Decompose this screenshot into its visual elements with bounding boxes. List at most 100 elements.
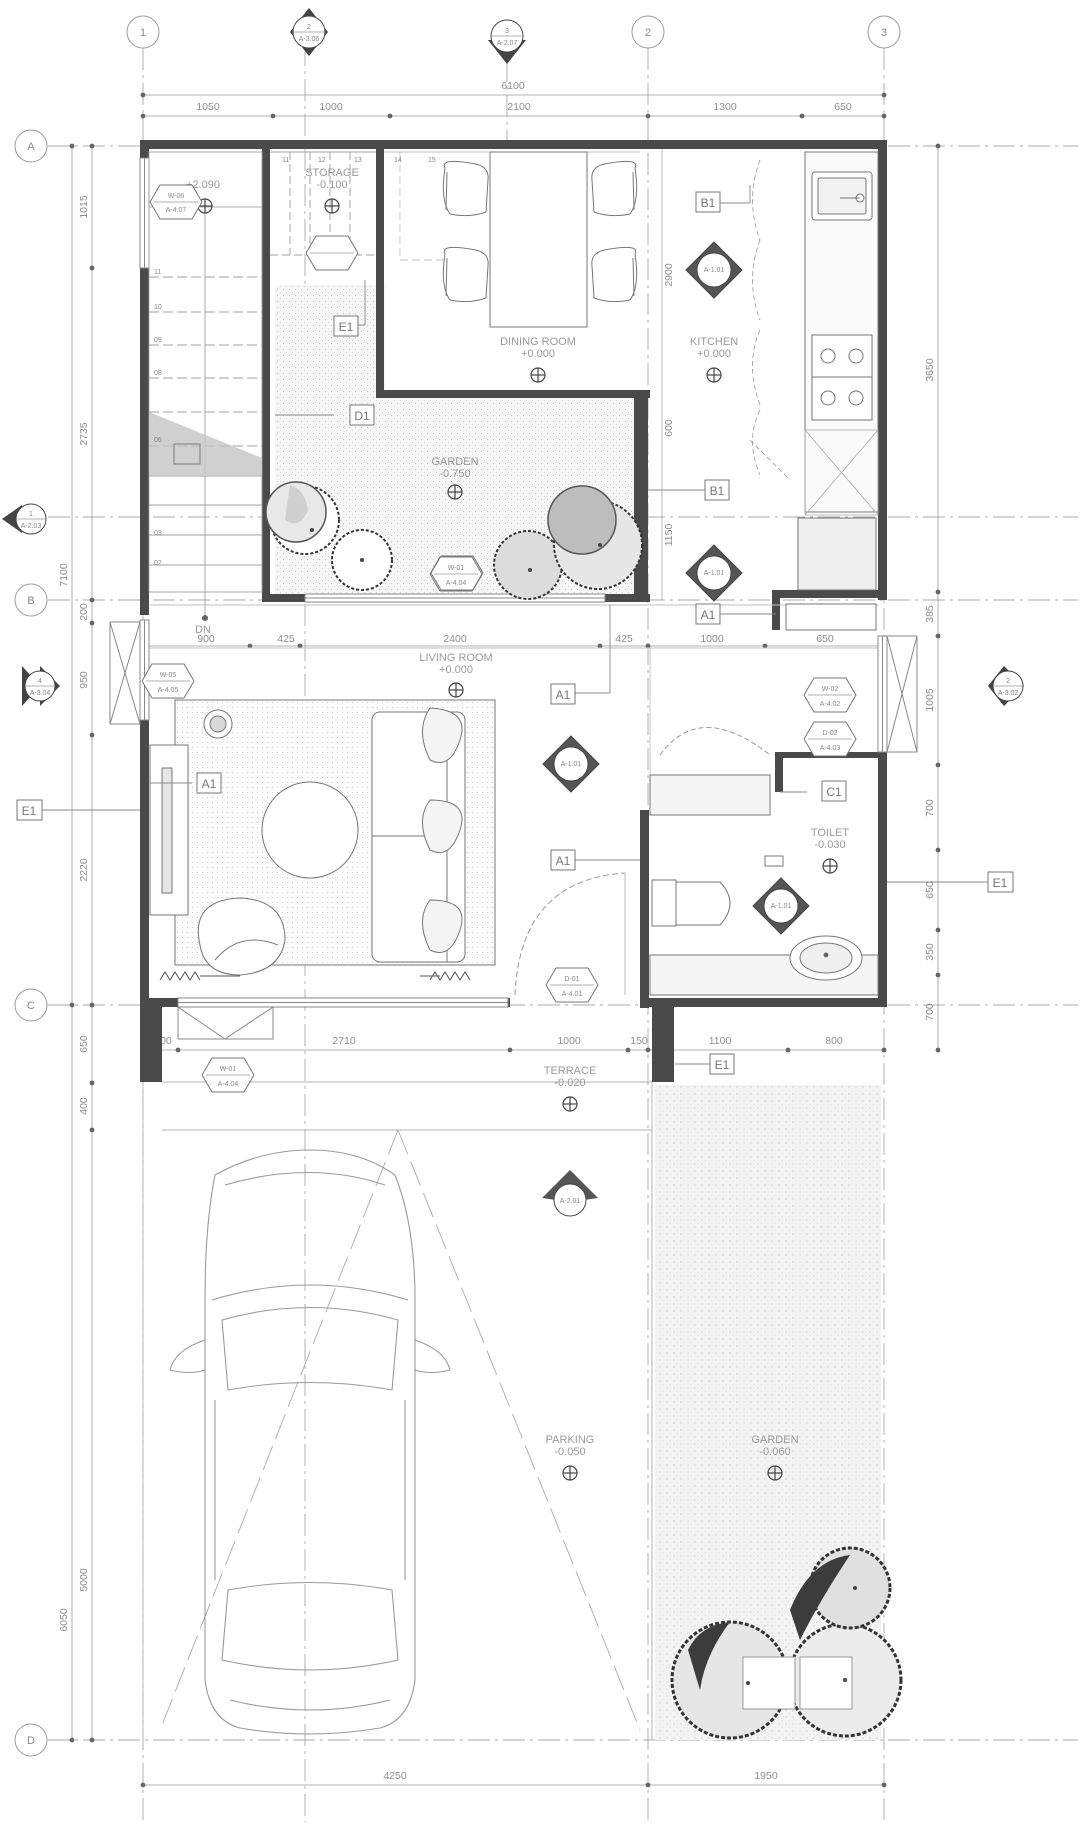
dim-right-5: 650: [924, 881, 936, 899]
dim-right-2: 385: [924, 605, 936, 623]
dim-top-overall: 6100: [501, 80, 525, 92]
svg-text:A-4.01: A-4.01: [562, 991, 583, 998]
svg-text:02: 02: [154, 560, 162, 567]
svg-text:A-4.02: A-4.02: [820, 701, 841, 708]
stair-cut-shade: [149, 412, 262, 476]
svg-text:A-3.02: A-3.02: [998, 690, 1019, 697]
section-marker-left-1: 1 A-2.03: [2, 503, 47, 535]
tag-a1-tv: A1: [202, 777, 217, 791]
svg-text:11: 11: [282, 157, 289, 164]
tag-b1-kitchen: B1: [701, 196, 716, 210]
dim-b-4: 425: [615, 633, 633, 645]
tag-e1-right: E1: [993, 876, 1008, 890]
living-furniture: [149, 707, 466, 976]
dim-b-6: 650: [816, 633, 834, 645]
svg-text:A-2.03: A-2.03: [21, 523, 42, 530]
dim-left-7: 400: [78, 1097, 90, 1115]
dim-right-1: 3650: [924, 358, 936, 382]
svg-text:A-2.07: A-2.07: [497, 40, 518, 47]
dim-left-8: 5000: [78, 1568, 90, 1592]
elevation-marker-garden: [685, 544, 743, 602]
level-marker-icon: [706, 367, 722, 383]
svg-text:2: 2: [307, 24, 311, 31]
stair-landing-box: [173, 443, 201, 465]
elevation-markers: [542, 241, 810, 935]
hex-tag-garden-inner: [430, 555, 484, 591]
stair-level: +2.090: [186, 179, 220, 191]
dim-right-7: 700: [924, 1003, 936, 1021]
svg-text:2: 2: [645, 27, 651, 39]
kitchen-doors: [749, 159, 791, 481]
dim-c-5: 1100: [709, 1035, 732, 1047]
svg-text:A-4.07: A-4.07: [166, 207, 187, 214]
section-marker-top-2: 2 A-3.06: [290, 8, 328, 56]
svg-text:A-4.03: A-4.03: [820, 745, 841, 752]
svg-text:10: 10: [154, 304, 162, 311]
tag-e1-terrace: E1: [715, 1058, 730, 1072]
window-frames: [109, 157, 918, 1040]
tag-d1-garden: D1: [354, 409, 370, 423]
svg-text:W-01: W-01: [220, 1066, 237, 1073]
level-marker-icon: [767, 1465, 783, 1481]
garden-inner-level: -0.750: [439, 468, 470, 480]
svg-text:A-3.04: A-3.04: [30, 690, 51, 697]
svg-text:A-4.04: A-4.04: [446, 580, 467, 587]
dimension-lines: [71, 94, 939, 1786]
dining-chair: [591, 246, 638, 303]
elevation-marker-kitchen: [685, 241, 743, 299]
grid-bubble-col-2: 2: [631, 15, 665, 49]
hex-tag-dividers: [146, 201, 852, 1076]
outer-garden-trees: [670, 1546, 903, 1740]
terrace-name: TERRACE: [544, 1065, 597, 1077]
level-marker-icon: [447, 484, 463, 500]
svg-text:09: 09: [154, 337, 162, 344]
storage-floor: [275, 285, 385, 400]
grid-bubbles: 1 2 3 A B C D: [14, 15, 901, 1757]
dim-top-5: 650: [834, 101, 852, 113]
svg-text:W-01: W-01: [448, 565, 465, 572]
stair-dn-label: DN: [195, 624, 211, 636]
dining-chair: [442, 246, 489, 303]
svg-text:3: 3: [505, 28, 509, 35]
living-name: LIVING ROOM: [419, 652, 492, 664]
dim-right-4: 700: [924, 799, 936, 817]
svg-text:W-05: W-05: [160, 672, 177, 679]
dim-b-3: 2400: [443, 633, 467, 645]
section-marker-left-4: 4 A-3.04: [22, 666, 60, 706]
svg-text:06: 06: [154, 437, 162, 444]
level-markers: [197, 198, 838, 1481]
dim-top-2: 1000: [319, 101, 343, 113]
terrace-lines: [142, 1081, 653, 1740]
dining-level: +0.000: [521, 348, 555, 360]
dim-c-4: 150: [630, 1035, 648, 1047]
svg-text:A-3.06: A-3.06: [299, 36, 320, 43]
svg-text:3: 3: [881, 27, 887, 39]
dim-top-3: 2100: [507, 101, 531, 113]
elevation-marker-living: [542, 735, 600, 793]
svg-text:15: 15: [428, 157, 436, 164]
dim-b-5: 1000: [700, 633, 724, 645]
storage-name: STORAGE: [305, 167, 359, 179]
dim-right-3: 1005: [924, 688, 936, 712]
svg-text:03: 03: [154, 530, 162, 537]
stair-step-numbers: 11 12 13 14 15 11 10 09 08 06 03 02: [154, 157, 436, 567]
grid-bubble-col-3: 3: [867, 15, 901, 49]
tag-a1-door: A1: [556, 854, 571, 868]
living-door-swing: [514, 872, 626, 996]
svg-text:W-06: W-06: [168, 193, 185, 200]
toilet-level: -0.030: [814, 839, 845, 851]
dim-top-1: 1050: [196, 101, 220, 113]
kitchen-counter: [785, 151, 879, 631]
tag-a1-kitchen: A1: [701, 608, 716, 622]
section-marker-top-3: 3 A-2.07: [488, 19, 526, 64]
dining-table: [442, 151, 638, 328]
level-marker-icon: [530, 367, 546, 383]
svg-text:11: 11: [154, 269, 161, 276]
dim-bottom-2: 1950: [754, 1770, 778, 1782]
dim-left-5: 2220: [78, 858, 90, 882]
grid-bubble-col-1: 1: [126, 15, 160, 49]
dim-c-6: 800: [825, 1035, 843, 1047]
dining-chair: [591, 160, 638, 217]
kitchen-x-box: [804, 429, 879, 516]
